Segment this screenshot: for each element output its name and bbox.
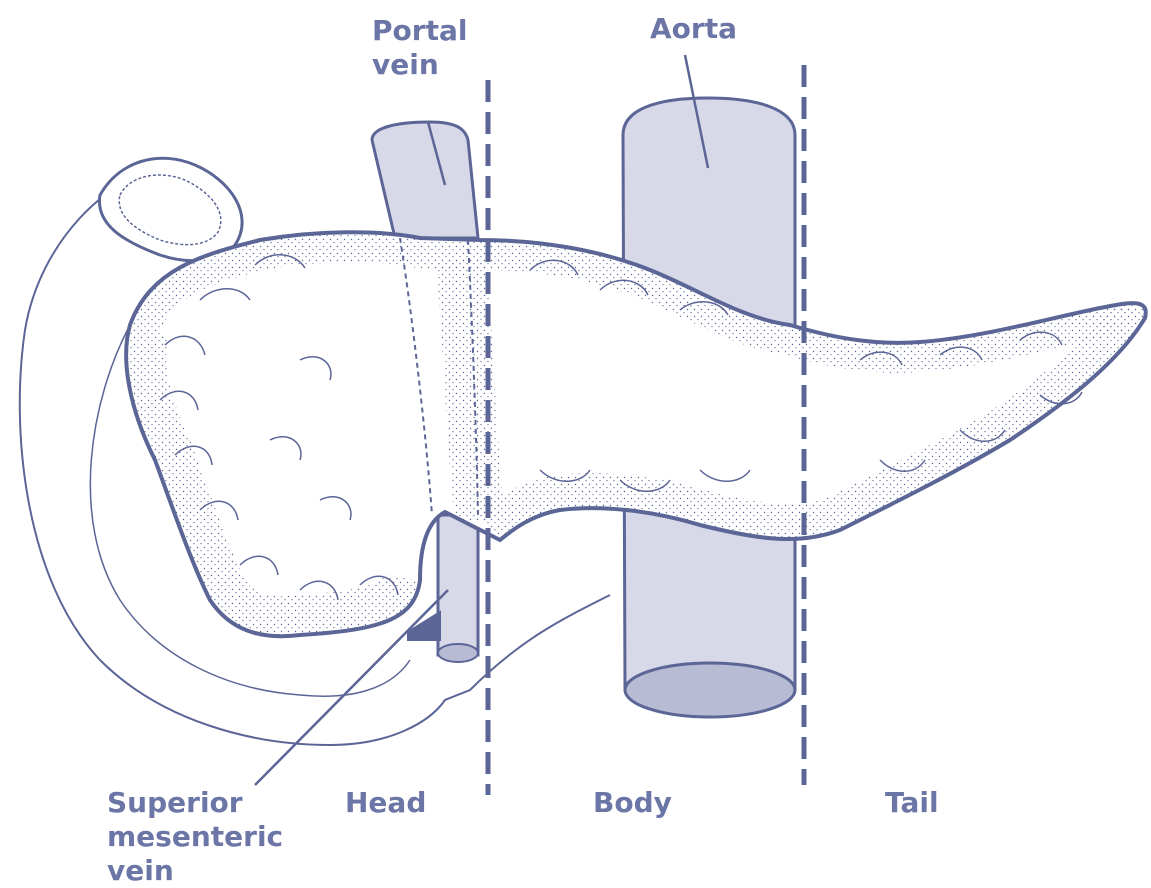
smv-cut-end [438,644,478,662]
aorta-cut-end [625,663,795,717]
superior-mesenteric-vein [438,515,478,655]
label-body: Body [593,786,672,820]
duodenum-cut-section [99,158,242,260]
label-portal-vein: Portal vein [372,14,467,82]
portal-vein [372,122,478,238]
label-superior-mesenteric-vein: Superior mesenteric vein [107,786,283,888]
label-tail: Tail [885,786,939,820]
label-head: Head [345,786,426,820]
label-aorta: Aorta [650,12,737,46]
